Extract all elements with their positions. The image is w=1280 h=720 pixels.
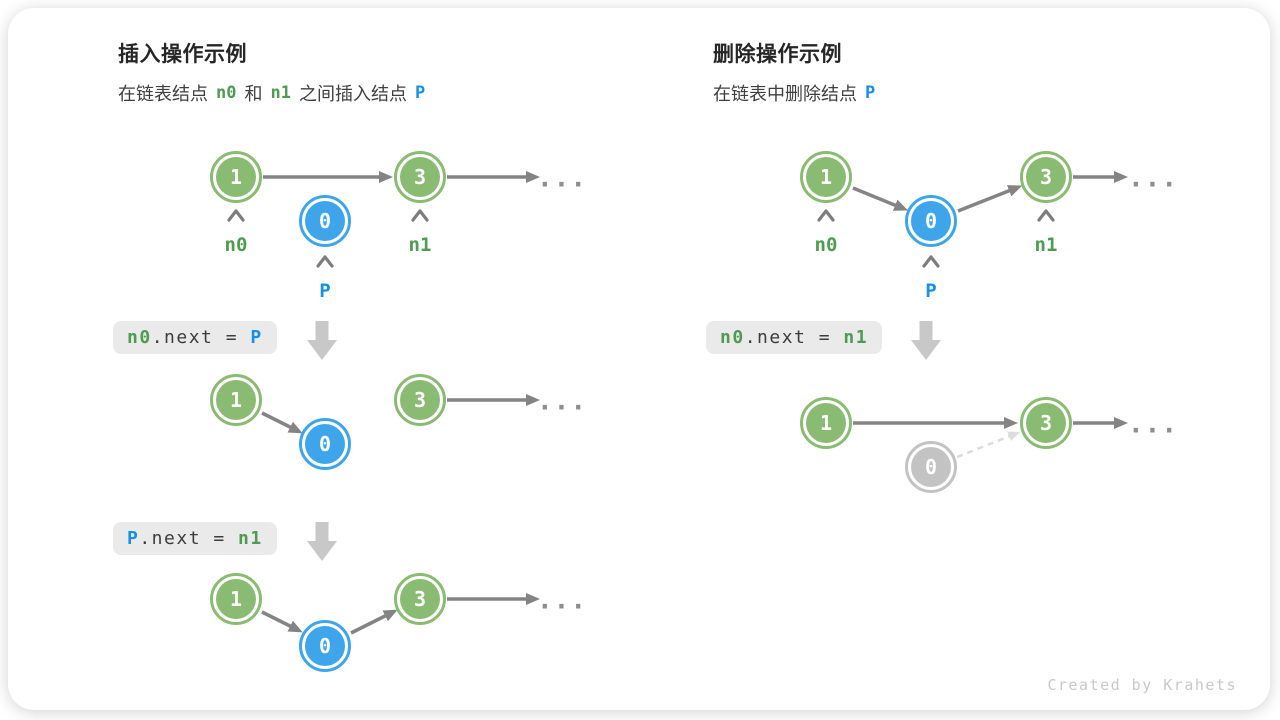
ref-n0: n0 [216,83,237,103]
down-arrow-icon [307,321,337,360]
node-1: 1 [210,573,262,625]
ellipsis: ... [537,585,587,616]
caret-up-icon [227,209,245,222]
caret-up-icon [922,255,940,268]
node-3: 3 [1020,151,1072,203]
watermark: Created by Krahets [1047,676,1237,694]
right-panel-title: 删除操作示例 [713,43,842,66]
label-n1: n1 [1034,234,1058,256]
subtitle-text: 在链表结点 [118,84,208,104]
left-panel-subtitle: 在链表结点 n0 和 n1 之间插入结点 P [118,80,433,106]
node-0-new: 0 [299,195,351,247]
arrow-left-row2-1-to-0 [261,411,303,434]
caret-up-icon [411,209,429,222]
subtitle-text: 之间插入结点 [298,84,407,104]
ref-n1: n1 [270,83,291,103]
node-3: 3 [394,573,446,625]
ellipsis: ... [1128,163,1178,194]
ellipsis: ... [1128,409,1178,440]
node-0-new: 0 [299,418,351,470]
node-0-deleted: 0 [905,441,957,493]
label-p: P [319,280,331,302]
label-p: P [925,280,937,302]
node-0-target: 0 [905,195,957,247]
label-n0: n0 [814,234,838,256]
ellipsis: ... [537,163,587,194]
dashed-arrow-deleted-0-to-3 [956,431,1021,459]
node-3: 3 [394,151,446,203]
caret-up-icon [316,255,334,268]
node-0-new: 0 [299,620,351,672]
down-arrow-icon [911,321,941,360]
node-1: 1 [800,151,852,203]
caret-up-icon [817,209,835,222]
arrow-right-row1-0-to-3 [957,185,1023,213]
caret-up-icon [1037,209,1055,222]
node-3: 3 [394,374,446,426]
arrow-left-row3-1-to-0 [261,610,303,633]
left-panel-title: 插入操作示例 [118,43,247,66]
arrow-right-row1-1-to-0 [852,186,909,211]
down-arrow-icon [307,522,337,561]
node-1: 1 [210,374,262,426]
label-n1: n1 [408,234,432,256]
code-chip-n0-next-n1: n0.next = n1 [706,321,883,354]
code-chip-p-next-n1: P.next = n1 [113,522,277,555]
ref-p: P [865,83,876,103]
right-panel-subtitle: 在链表中删除结点 P [713,80,883,106]
subtitle-text: 在链表中删除结点 [713,84,857,104]
node-1: 1 [800,397,852,449]
node-3: 3 [1020,397,1072,449]
subtitle-text: 和 [244,84,263,104]
label-n0: n0 [224,234,248,256]
node-1: 1 [210,151,262,203]
arrow-left-row3-0-to-3 [350,609,398,635]
ref-p: P [414,83,426,103]
code-chip-n0-next-p: n0.next = P [113,321,277,354]
ellipsis: ... [537,386,587,417]
